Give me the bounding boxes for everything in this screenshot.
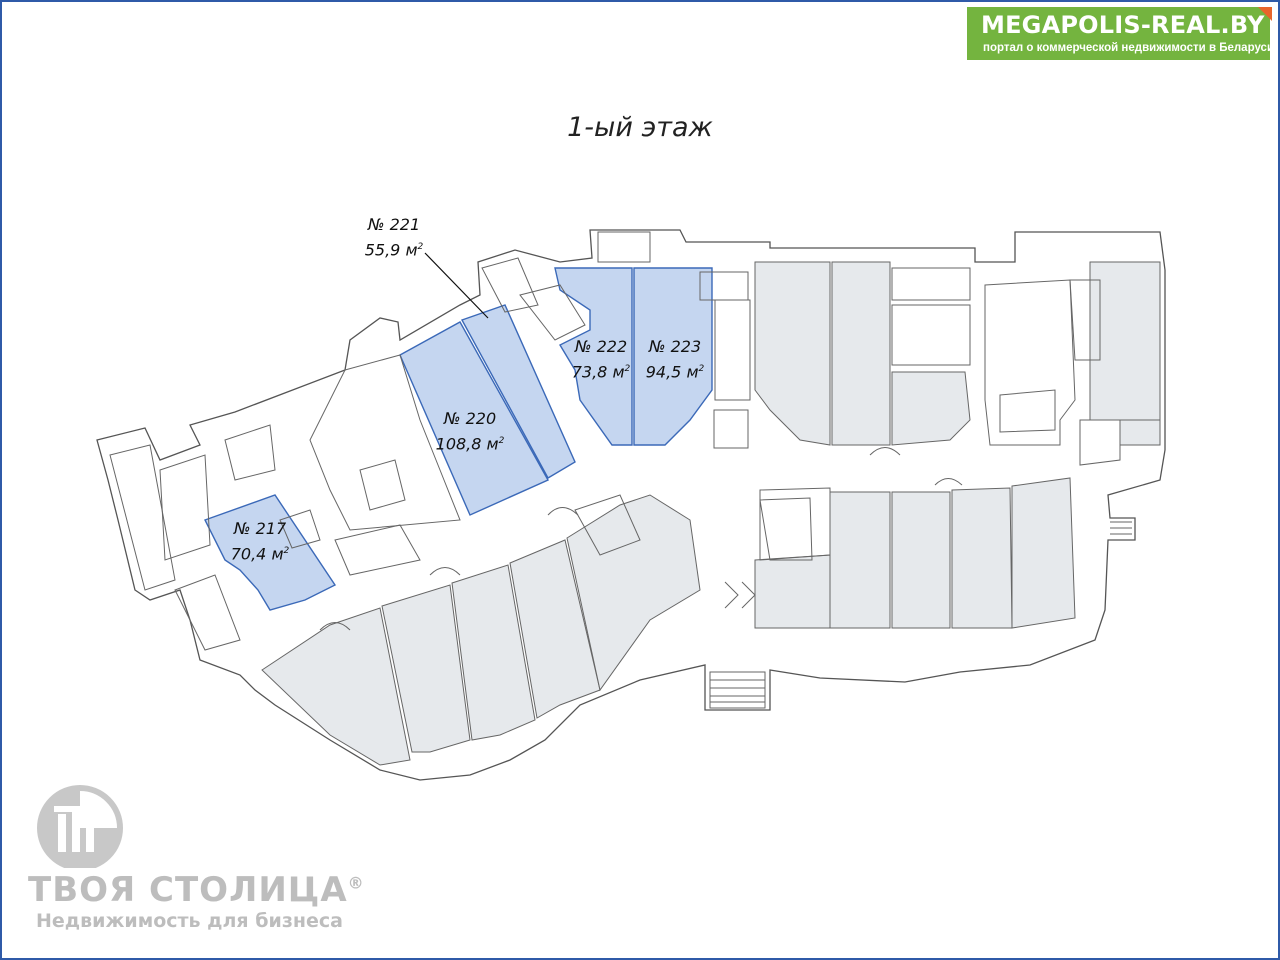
shop-unit xyxy=(891,371,971,446)
shop-unit xyxy=(831,261,891,446)
shop-unit xyxy=(1119,419,1161,446)
floor-title: 1-ый этаж xyxy=(567,112,713,143)
shop-unit xyxy=(951,487,1013,629)
site-badge[interactable]: MEGAPOLIS-REAL.BY портал о коммерческой … xyxy=(967,7,1274,60)
unit-220-area: 108,8 м xyxy=(435,434,499,454)
unit-223-label[interactable]: № 223 94,5 м2 xyxy=(630,336,720,383)
building-outline xyxy=(96,229,1166,781)
shop-unit xyxy=(261,607,411,766)
unit-221-label[interactable]: № 221 55,9 м2 xyxy=(344,214,444,261)
shop-unit xyxy=(754,261,831,446)
badge-title: MEGAPOLIS-REAL.BY xyxy=(981,11,1265,39)
watermark-logo-icon xyxy=(37,785,123,868)
unit-222-sup: 2 xyxy=(624,364,631,374)
badge-corner-flag xyxy=(1258,7,1272,21)
unit-217-number: № 217 xyxy=(233,519,287,538)
unit-223-sup: 2 xyxy=(698,364,705,374)
unit-220-label[interactable]: № 220 108,8 м2 xyxy=(415,408,525,455)
unit-222-number: № 222 xyxy=(574,337,628,356)
shop-unit xyxy=(829,491,891,629)
unit-223-number: № 223 xyxy=(648,337,702,356)
watermark-reg: ® xyxy=(347,873,365,893)
unit-221-number: № 221 xyxy=(367,215,421,234)
unit-221-sup: 2 xyxy=(417,242,424,252)
shop-unit xyxy=(1011,477,1076,629)
unit-222-label[interactable]: № 222 73,8 м2 xyxy=(556,336,646,383)
shop-unit xyxy=(891,491,951,629)
unit-221-leader xyxy=(424,252,489,319)
unit-221-area xyxy=(460,304,576,479)
unit-217-area xyxy=(204,494,337,611)
unit-223-area xyxy=(633,267,713,446)
unit-222-area xyxy=(554,267,633,446)
unit-217-sup: 2 xyxy=(283,546,290,556)
shop-unit xyxy=(451,564,536,741)
watermark-subtitle: Недвижимость для бизнеса xyxy=(36,910,343,932)
shop-unit xyxy=(566,494,701,692)
unit-217-label[interactable]: № 217 70,4 м2 xyxy=(215,518,305,565)
badge-subtitle: портал о коммерческой недвижимости в Бел… xyxy=(983,42,1275,54)
unit-221-area: 55,9 м xyxy=(364,240,418,260)
shop-unit xyxy=(381,584,471,753)
shop-unit xyxy=(754,554,831,629)
unit-220-number: № 220 xyxy=(443,409,497,428)
unit-220-sup: 2 xyxy=(498,436,505,446)
unit-222-area: 73,8 м xyxy=(571,362,625,382)
shop-unit xyxy=(509,539,601,719)
unit-217-area: 70,4 м xyxy=(230,544,284,564)
unit-223-area: 94,5 м xyxy=(645,362,699,382)
watermark-title: ТВОЯ СТОЛИЦА® xyxy=(28,870,365,910)
unit-220-area xyxy=(399,321,549,516)
